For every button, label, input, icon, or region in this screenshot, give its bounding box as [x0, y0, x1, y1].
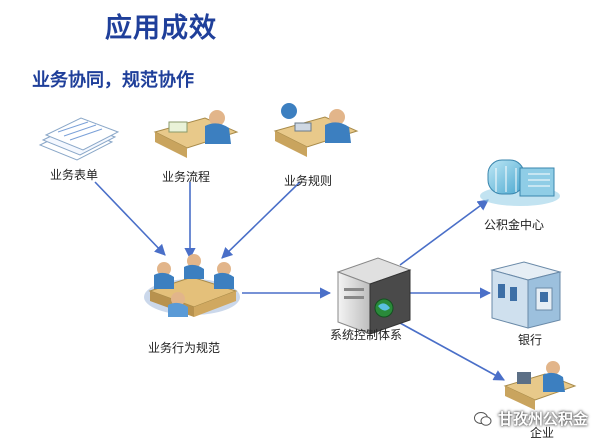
connector-arrows — [94, 181, 505, 381]
node-label-form: 业务表单 — [50, 168, 99, 182]
chat-bubble-icon — [473, 411, 492, 426]
office-building-icon — [480, 159, 560, 206]
node-label-control: 系统控制体系 — [330, 328, 403, 342]
desk-worker-icon — [153, 110, 239, 158]
document-stack-icon — [38, 117, 120, 161]
arrow-rules-to-norm — [221, 181, 301, 259]
node-label-rules: 业务规则 — [284, 174, 333, 188]
node-label-bank: 银行 — [518, 333, 543, 347]
phone-operator-icon — [273, 103, 359, 157]
watermark-text: 甘孜州公积金 — [497, 411, 588, 428]
watermark: 甘孜州公积金 — [473, 408, 588, 429]
arrow-control-to-company — [399, 322, 505, 381]
arrow-form-to-norm — [94, 181, 166, 256]
page-title: 应用成效 — [105, 13, 217, 43]
node-label-company: 企业 — [530, 426, 555, 440]
bank-icon — [490, 261, 562, 329]
office-worker-icon — [503, 361, 577, 410]
node-label-norm: 业务行为规范 — [148, 341, 221, 355]
arrow-control-to-fund — [399, 199, 489, 266]
node-label-fund: 公积金中心 — [484, 218, 545, 232]
server-icon — [336, 257, 412, 335]
meeting-table-icon — [144, 254, 240, 317]
node-label-process: 业务流程 — [162, 170, 211, 184]
page-subtitle: 业务协同，规范协作 — [32, 70, 194, 90]
